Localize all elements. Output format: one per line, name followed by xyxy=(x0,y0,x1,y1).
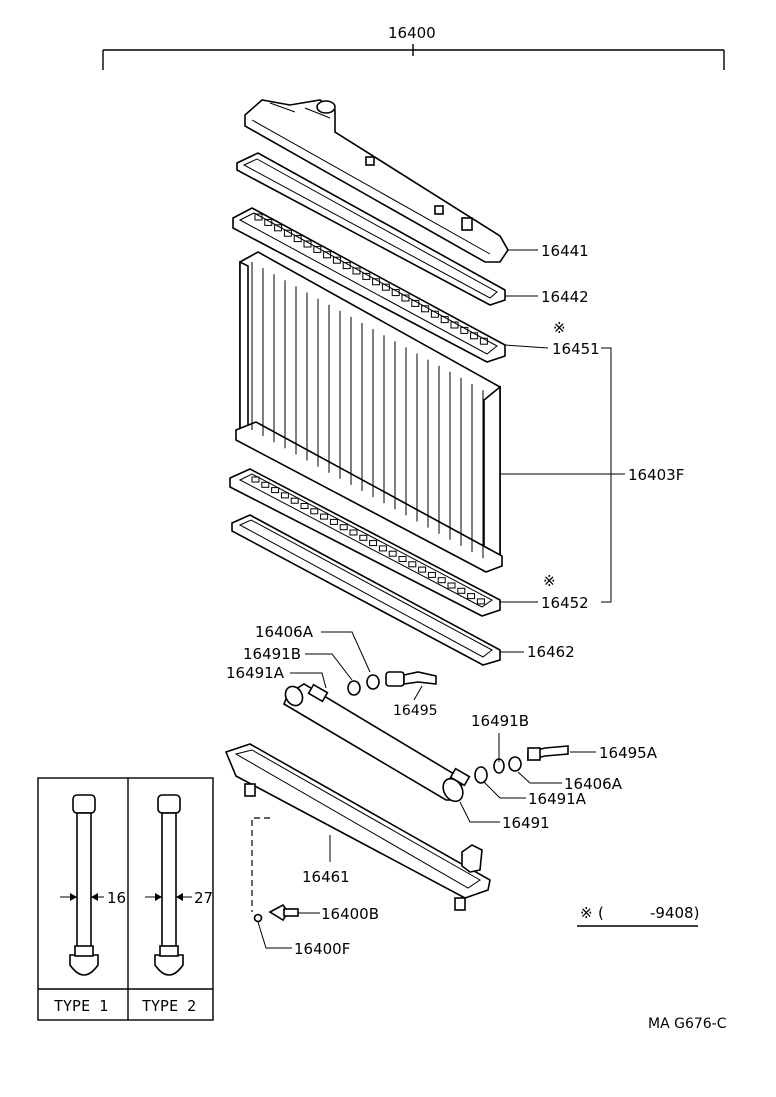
type2-tube xyxy=(145,794,192,976)
assembly-bracket xyxy=(102,44,725,70)
label-16452: 16452 xyxy=(541,594,589,612)
label-16406A-upper: 16406A xyxy=(255,623,314,641)
type1-label: TYPE 1 xyxy=(54,997,108,1015)
type1-dimension: 16 xyxy=(107,889,126,907)
label-16441: 16441 xyxy=(541,242,589,260)
label-16400F: 16400F xyxy=(294,940,350,958)
label-16406A-lower: 16406A xyxy=(564,775,623,793)
label-16491A-upper: 16491A xyxy=(226,664,285,682)
note-open: ( xyxy=(598,904,604,922)
assembly-number: 16400 xyxy=(388,24,436,42)
oil-cooler-tube xyxy=(283,683,471,803)
footer-code: MA G676-C xyxy=(648,1016,727,1032)
lower-core-plate xyxy=(229,468,501,617)
type2-dimension: 27 xyxy=(194,889,213,907)
lower-gasket xyxy=(231,514,501,666)
cooler-fittings-lower xyxy=(474,745,569,784)
type2-label: TYPE 2 xyxy=(142,997,196,1015)
upper-gasket xyxy=(236,152,506,306)
note-symbol: ※ xyxy=(580,904,593,922)
label-16495A: 16495A xyxy=(599,744,658,762)
label-16403F: 16403F xyxy=(628,466,684,484)
label-16400B: 16400B xyxy=(321,905,379,923)
asterisk-16451: ※ xyxy=(553,319,566,337)
cooler-fittings-upper xyxy=(347,671,437,696)
lower-tank xyxy=(224,743,491,911)
label-16495: 16495 xyxy=(393,703,438,719)
label-16462: 16462 xyxy=(527,643,575,661)
drain-cock xyxy=(253,903,299,923)
note-range: -9408) xyxy=(650,904,699,922)
label-16442: 16442 xyxy=(541,288,589,306)
type1-tube xyxy=(60,794,104,976)
label-16461: 16461 xyxy=(302,868,350,886)
label-16491B-upper: 16491B xyxy=(243,645,301,663)
radiator-core xyxy=(235,251,503,573)
label-16491B-lower: 16491B xyxy=(471,712,529,730)
leader-lines xyxy=(257,249,625,949)
type-inset xyxy=(37,777,214,1021)
upper-tank xyxy=(244,99,509,263)
label-16451: 16451 xyxy=(552,340,600,358)
label-16491A-lower: 16491A xyxy=(528,790,587,808)
upper-core-plate xyxy=(232,207,506,363)
asterisk-16452: ※ xyxy=(543,572,556,590)
label-16491: 16491 xyxy=(502,814,550,832)
